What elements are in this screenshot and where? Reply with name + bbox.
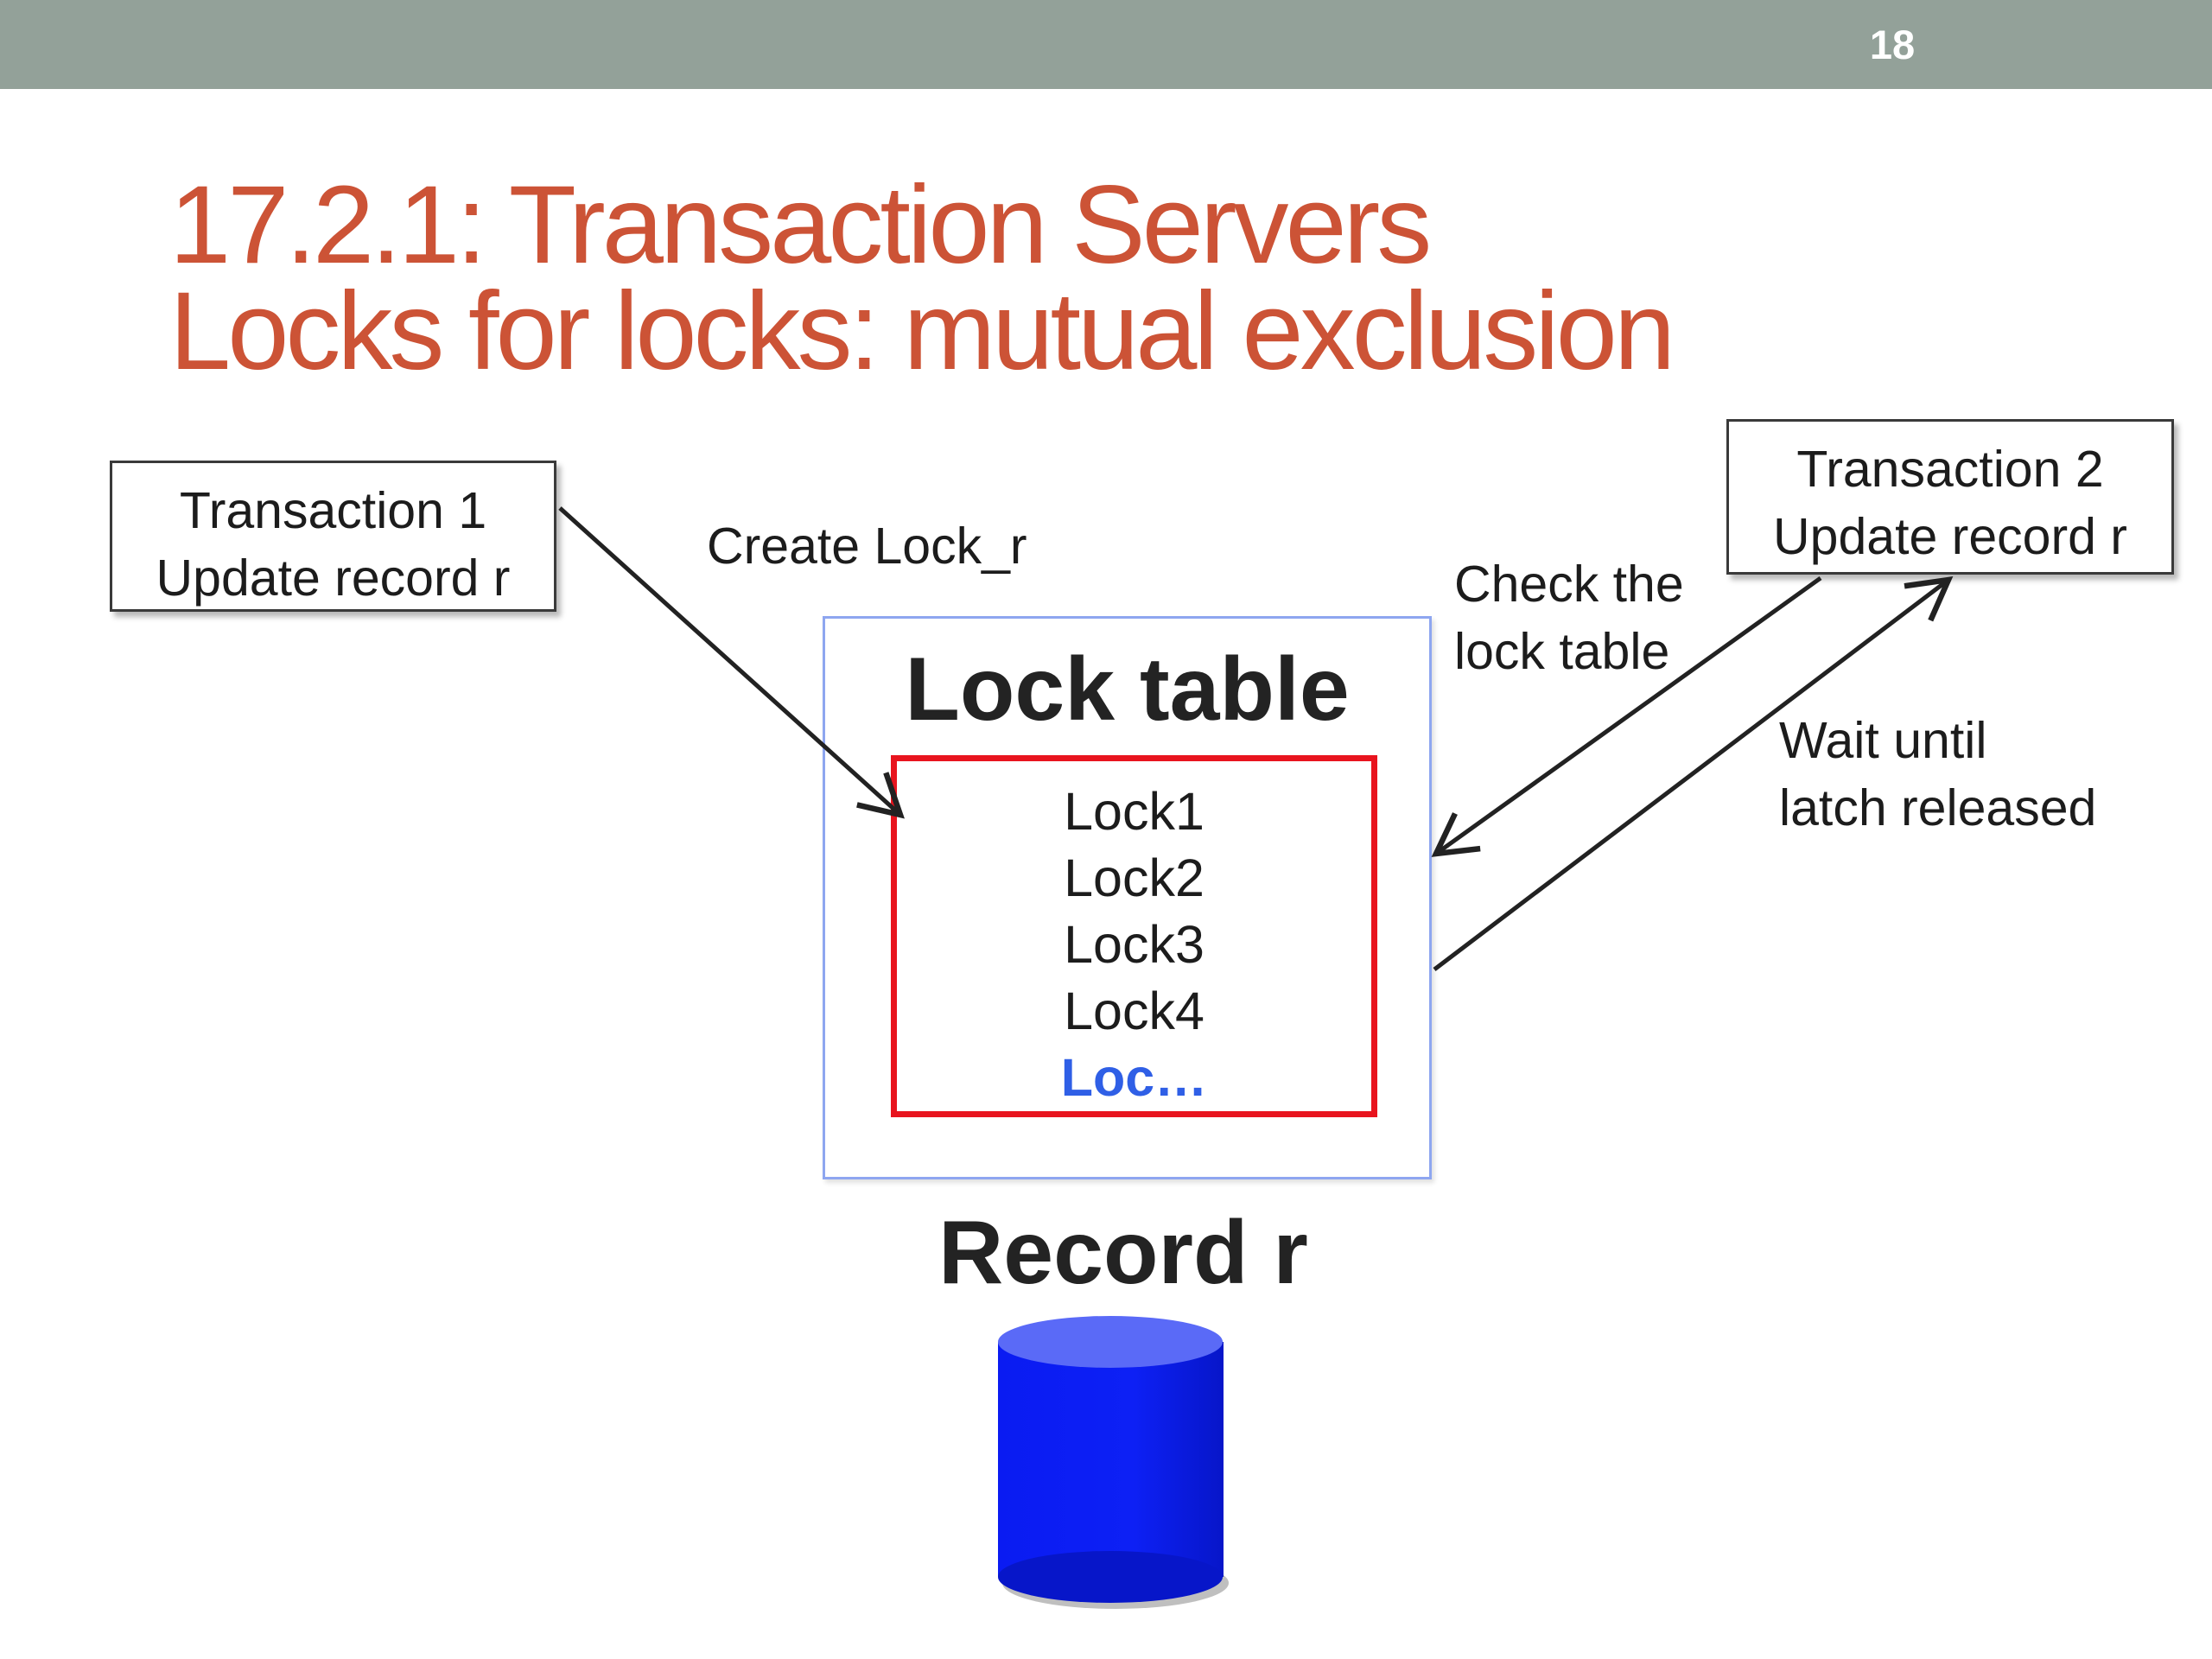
transaction-1-name: Transaction 1	[179, 482, 487, 539]
transaction-2-name: Transaction 2	[1796, 441, 2104, 498]
check-lock-table-line-2: lock table	[1454, 623, 1670, 680]
wait-until-label: Wait until latch released	[1779, 707, 2096, 842]
wait-until-line-2: latch released	[1779, 779, 2097, 836]
check-lock-table-label: Check the lock table	[1454, 550, 1684, 685]
arrow-create-lock	[558, 506, 905, 819]
lock-item-more: Loc…	[1060, 1048, 1208, 1107]
transaction-1-box: Transaction 1 Update record r	[110, 461, 556, 612]
transaction-2-action: Update record r	[1773, 508, 2127, 565]
slide-title-line-1: 17.2.1: Transaction Servers	[169, 163, 1432, 287]
wait-until-line-1: Wait until	[1779, 712, 1987, 769]
create-lock-label: Create Lock_r	[707, 518, 1027, 575]
slide-number: 18	[1869, 22, 1916, 67]
lock-item: Lock1	[1064, 782, 1205, 841]
lock-list: Lock1 Lock2 Lock3 Lock4 Loc…	[891, 755, 1377, 1117]
transaction-1-action: Update record r	[156, 550, 511, 607]
arrow-check-lock-table	[1431, 575, 1822, 857]
record-title: Record r	[938, 1203, 1308, 1303]
slide-title-line-2: Locks for locks: mutual exclusion	[169, 270, 1675, 393]
lock-table-title: Lock table	[905, 639, 1350, 740]
lock-table: Lock table	[823, 616, 1432, 1179]
lock-item: Lock2	[1064, 849, 1205, 907]
check-lock-table-line-1: Check the	[1454, 556, 1684, 613]
lock-item: Lock4	[1064, 982, 1205, 1040]
lock-item: Lock3	[1064, 915, 1205, 974]
transaction-2-box: Transaction 2 Update record r	[1726, 419, 2174, 575]
database-cylinder-icon	[998, 1316, 1229, 1609]
arrow-wait-until	[1433, 575, 1954, 971]
slide-top-bar: 18	[0, 0, 2212, 89]
